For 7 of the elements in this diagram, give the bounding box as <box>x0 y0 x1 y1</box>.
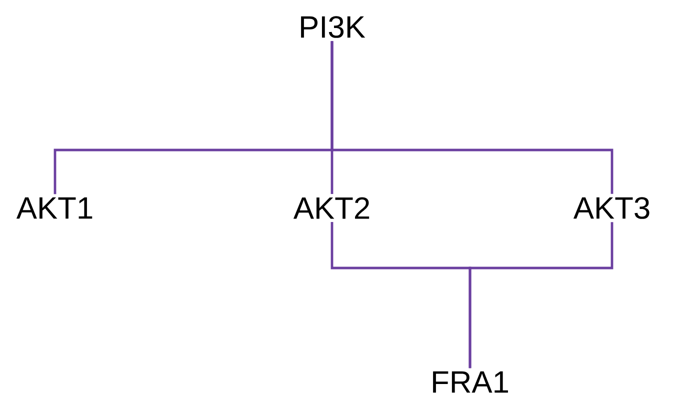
gene-label: FRA1 <box>433 371 508 393</box>
gene-label: PI3K <box>301 16 366 38</box>
connector-line <box>468 222 614 368</box>
gene-label: AKT2 <box>293 197 370 219</box>
gene-label: AKT1 <box>16 197 92 219</box>
connector-line <box>330 41 614 194</box>
gene-label: AKT3 <box>573 197 650 219</box>
